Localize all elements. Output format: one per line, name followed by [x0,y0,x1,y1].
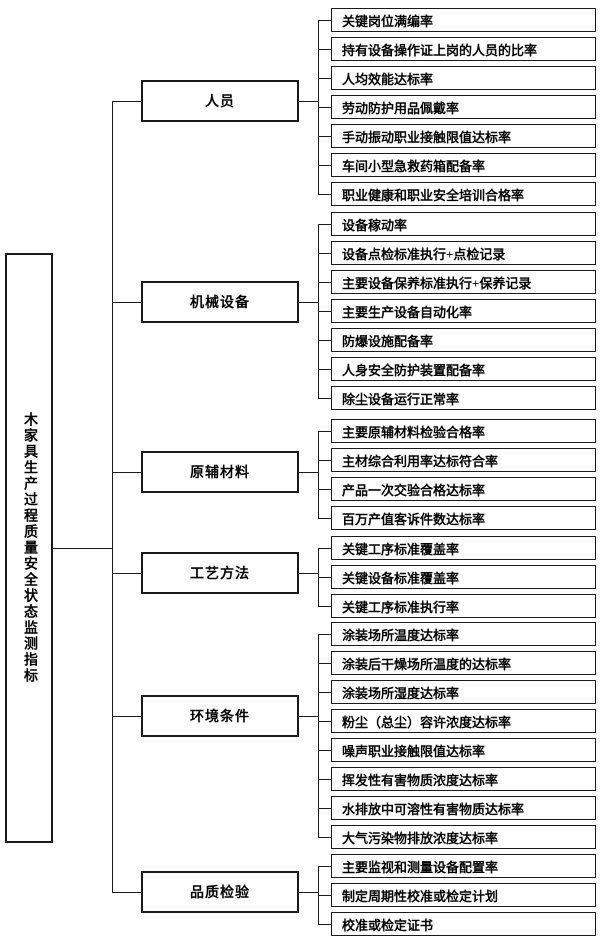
category-connector-line [112,716,141,717]
group-trunk-line [318,431,319,518]
leaf-node: 水排放中可溶性有害物质达标率 [331,796,596,820]
category-connector-line [112,892,141,893]
leaf-connector-line [318,282,331,283]
leaf-node: 大气污染物排放浓度达标率 [331,825,596,849]
root-node-label: 木家具生产过程质量安全状态监测指标 [22,412,37,684]
leaf-node: 人均效能达标率 [331,66,596,90]
main-trunk-line [112,101,113,892]
leaf-connector-line [318,224,331,225]
category-connector-line [299,472,318,473]
leaf-connector-line [318,779,331,780]
leaf-connector-line [318,721,331,722]
leaf-connector-line [318,49,331,50]
leaf-node: 涂装场所湿度达标率 [331,680,596,704]
category-connector-line [299,573,318,574]
leaf-node: 持有设备操作证上岗的人员的比率 [331,37,596,61]
leaf-node: 主要原辅材料检验合格率 [331,419,596,443]
category-node: 人员 [141,80,299,122]
leaf-node: 产品一次交验合格达标率 [331,477,596,501]
category-node: 工艺方法 [141,552,299,594]
leaf-connector-line [318,489,331,490]
leaf-connector-line [318,750,331,751]
leaf-node: 校准或检定证书 [331,912,596,936]
leaf-node: 职业健康和职业安全培训合格率 [331,182,596,206]
leaf-connector-line [318,20,331,21]
category-connector-line [299,302,318,303]
leaf-connector-line [318,311,331,312]
group-trunk-line [318,634,319,837]
leaf-connector-line [318,369,331,370]
leaf-node: 防爆设施配备率 [331,328,596,352]
leaf-connector-line [318,194,331,195]
leaf-connector-line [318,78,331,79]
leaf-connector-line [318,866,331,867]
category-connector-line [299,716,318,717]
leaf-connector-line [318,895,331,896]
leaf-node: 百万产值客诉件数达标率 [331,506,596,530]
category-connector-line [112,101,141,102]
leaf-connector-line [318,107,331,108]
leaf-node: 涂装场所温度达标率 [331,622,596,646]
leaf-connector-line [318,165,331,166]
leaf-connector-line [318,808,331,809]
leaf-node: 主要生产设备自动化率 [331,299,596,323]
leaf-connector-line [318,577,331,578]
leaf-connector-line [318,548,331,549]
category-node: 原辅材料 [141,451,299,493]
category-node: 品质检验 [141,871,299,913]
leaf-node: 设备点检标准执行+点检记录 [331,241,596,265]
leaf-node: 挥发性有害物质浓度达标率 [331,767,596,791]
leaf-node: 制定周期性校准或检定计划 [331,883,596,907]
leaf-node: 关键岗位满编率 [331,8,596,32]
leaf-node: 劳动防护用品佩戴率 [331,95,596,119]
category-connector-line [112,573,141,574]
leaf-node: 手动振动职业接触限值达标率 [331,124,596,148]
leaf-connector-line [318,398,331,399]
leaf-connector-line [318,431,331,432]
leaf-node: 设备稼动率 [331,212,596,236]
leaf-connector-line [318,518,331,519]
leaf-connector-line [318,924,331,925]
leaf-node: 关键工序标准覆盖率 [331,536,596,560]
leaf-connector-line [318,253,331,254]
leaf-node: 关键设备标准覆盖率 [331,565,596,589]
leaf-connector-line [318,692,331,693]
leaf-connector-line [318,606,331,607]
leaf-node: 关键工序标准执行率 [331,594,596,618]
leaf-connector-line [318,340,331,341]
category-connector-line [112,302,141,303]
leaf-node: 涂装后干燥场所温度的达标率 [331,651,596,675]
leaf-node: 主要监视和测量设备配置率 [331,854,596,878]
leaf-connector-line [318,460,331,461]
leaf-node: 主要设备保养标准执行+保养记录 [331,270,596,294]
leaf-connector-line [318,663,331,664]
leaf-node: 噪声职业接触限值达标率 [331,738,596,762]
category-connector-line [299,892,318,893]
leaf-node: 车间小型急救药箱配备率 [331,153,596,177]
leaf-node: 粉尘（总尘）容许浓度达标率 [331,709,596,733]
root-node: 木家具生产过程质量安全状态监测指标 [5,253,53,843]
category-connector-line [112,472,141,473]
leaf-connector-line [318,136,331,137]
leaf-node: 除尘设备运行正常率 [331,386,596,410]
category-node: 机械设备 [141,281,299,323]
leaf-node: 人身安全防护装置配备率 [331,357,596,381]
root-connector-line [53,548,112,549]
leaf-node: 主材综合利用率达标符合率 [331,448,596,472]
category-connector-line [299,101,318,102]
leaf-connector-line [318,634,331,635]
category-node: 环境条件 [141,695,299,737]
leaf-connector-line [318,837,331,838]
